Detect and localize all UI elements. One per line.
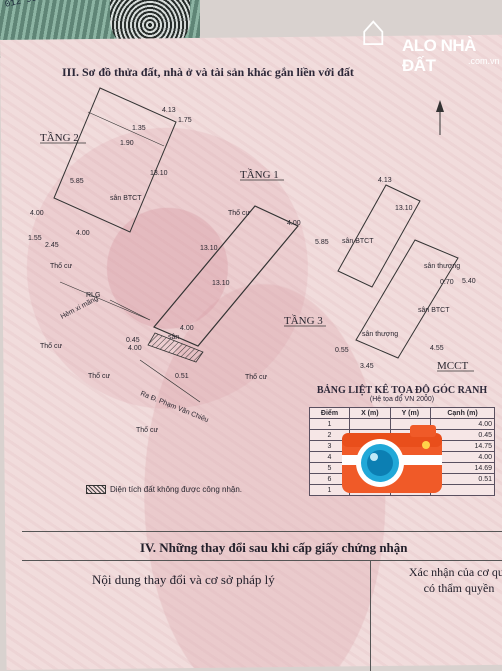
hatch-swatch [86, 485, 106, 495]
unrecognized-area [147, 332, 204, 363]
svg-text:4.13: 4.13 [378, 177, 392, 184]
svg-text:sân thượng: sân thượng [362, 331, 398, 338]
svg-text:3.45: 3.45 [360, 363, 374, 370]
road-label: Ra Đ. Phạm Văn Chiêu [139, 390, 209, 424]
svg-text:4.13: 4.13 [162, 107, 176, 114]
svg-text:0.70: 0.70 [440, 279, 454, 286]
floor-1-inset-outline [337, 184, 421, 288]
svg-text:4.00: 4.00 [128, 345, 142, 352]
svg-text:5.85: 5.85 [315, 239, 329, 246]
floor-3-outline [355, 239, 459, 359]
svg-text:1.35: 1.35 [132, 125, 146, 132]
coord-table-subtitle: (Hệ tọa độ VN 2000) [369, 396, 435, 403]
san-label: sân [168, 334, 179, 341]
section-4-col-separator [370, 560, 371, 671]
svg-text:4.00: 4.00 [287, 220, 301, 227]
section-4: IV. Những thay đổi sau khi cấp giấy chứn… [22, 531, 502, 671]
legend-text: Diện tích đất không được công nhận. [110, 485, 243, 494]
svg-text:0.45: 0.45 [126, 337, 140, 344]
svg-text:sân BTCT: sân BTCT [342, 238, 374, 245]
camera-icon [342, 425, 442, 493]
tho-cu-left3: Thổ cư [88, 372, 111, 380]
tho-cu-left2: Thổ cư [40, 342, 63, 350]
svg-text:4.00: 4.00 [180, 325, 194, 332]
tho-cu-top: Thổ cư [228, 209, 251, 217]
svg-text:0.55: 0.55 [335, 347, 349, 354]
floor-3-label: TẦNG 3 [284, 314, 323, 327]
svg-text:5.85: 5.85 [70, 178, 84, 185]
coord-table-title: BẢNG LIỆT KÊ TỌA ĐỘ GÓC RANH [316, 385, 488, 396]
section-4-col1-header: Nội dung thay đổi và cơ sở pháp lý [92, 572, 275, 587]
land-plot-diagram: TẦNG 2 sân BTCT 4.00 13.10 1.90 1.35 4.1… [28, 87, 476, 434]
house-icon: ⌂ [360, 6, 387, 55]
svg-text:5.40: 5.40 [462, 278, 476, 285]
section-3-title: III. Sơ đồ thửa đất, nhà ở và tài sản kh… [62, 65, 354, 79]
svg-text:13.10: 13.10 [150, 170, 168, 177]
alo-nha-dat-logo: ⌂ ALO NHÀ ĐẤT .com.vn [356, 2, 502, 75]
logo-brand: ALO NHÀ ĐẤT [402, 36, 476, 75]
floor-2-label: TẦNG 2 [40, 131, 79, 144]
mcct-label: MCCT [437, 360, 468, 372]
svg-text:2.45: 2.45 [45, 242, 59, 249]
section-4-divider [22, 560, 502, 561]
svg-text:13.10: 13.10 [200, 245, 218, 252]
tho-cu-left1: Thổ cư [50, 262, 73, 270]
svg-text:1.90: 1.90 [120, 140, 134, 147]
logo-domain: .com.vn [468, 56, 500, 66]
section-4-col2-header: Xác nhận của cơ qua có thẩm quyền [408, 565, 502, 595]
legend: Diện tích đất không được công nhận. [86, 485, 243, 495]
svg-text:sân thượng: sân thượng [424, 263, 460, 270]
svg-text:4.55: 4.55 [430, 345, 444, 352]
svg-text:1.55: 1.55 [28, 235, 42, 242]
tho-cu-right: Thổ cư [245, 373, 268, 381]
svg-text:1.75: 1.75 [178, 117, 192, 124]
svg-text:4.00: 4.00 [76, 230, 90, 237]
rlg-label: RLG [86, 292, 100, 299]
floor-2-outline [53, 87, 177, 233]
section-4-title: IV. Những thay đổi sau khi cấp giấy chứn… [140, 540, 408, 555]
floor-2-san-btct: sân BTCT [110, 195, 142, 202]
svg-text:13.10: 13.10 [395, 205, 413, 212]
tho-cu-bottom: Thổ cư [136, 426, 159, 434]
coord-header-row: Điểm X (m) Y (m) Cạnh (m) [309, 407, 495, 419]
svg-text:0.51: 0.51 [175, 373, 189, 380]
svg-text:13.10: 13.10 [212, 280, 230, 287]
svg-text:sân BTCT: sân BTCT [418, 307, 450, 314]
hem-label: Hẻm xi măng [60, 295, 100, 321]
floor-1-label: TẦNG 1 [240, 168, 279, 181]
svg-text:4.00: 4.00 [30, 210, 44, 217]
main-plot-outline [153, 205, 299, 347]
